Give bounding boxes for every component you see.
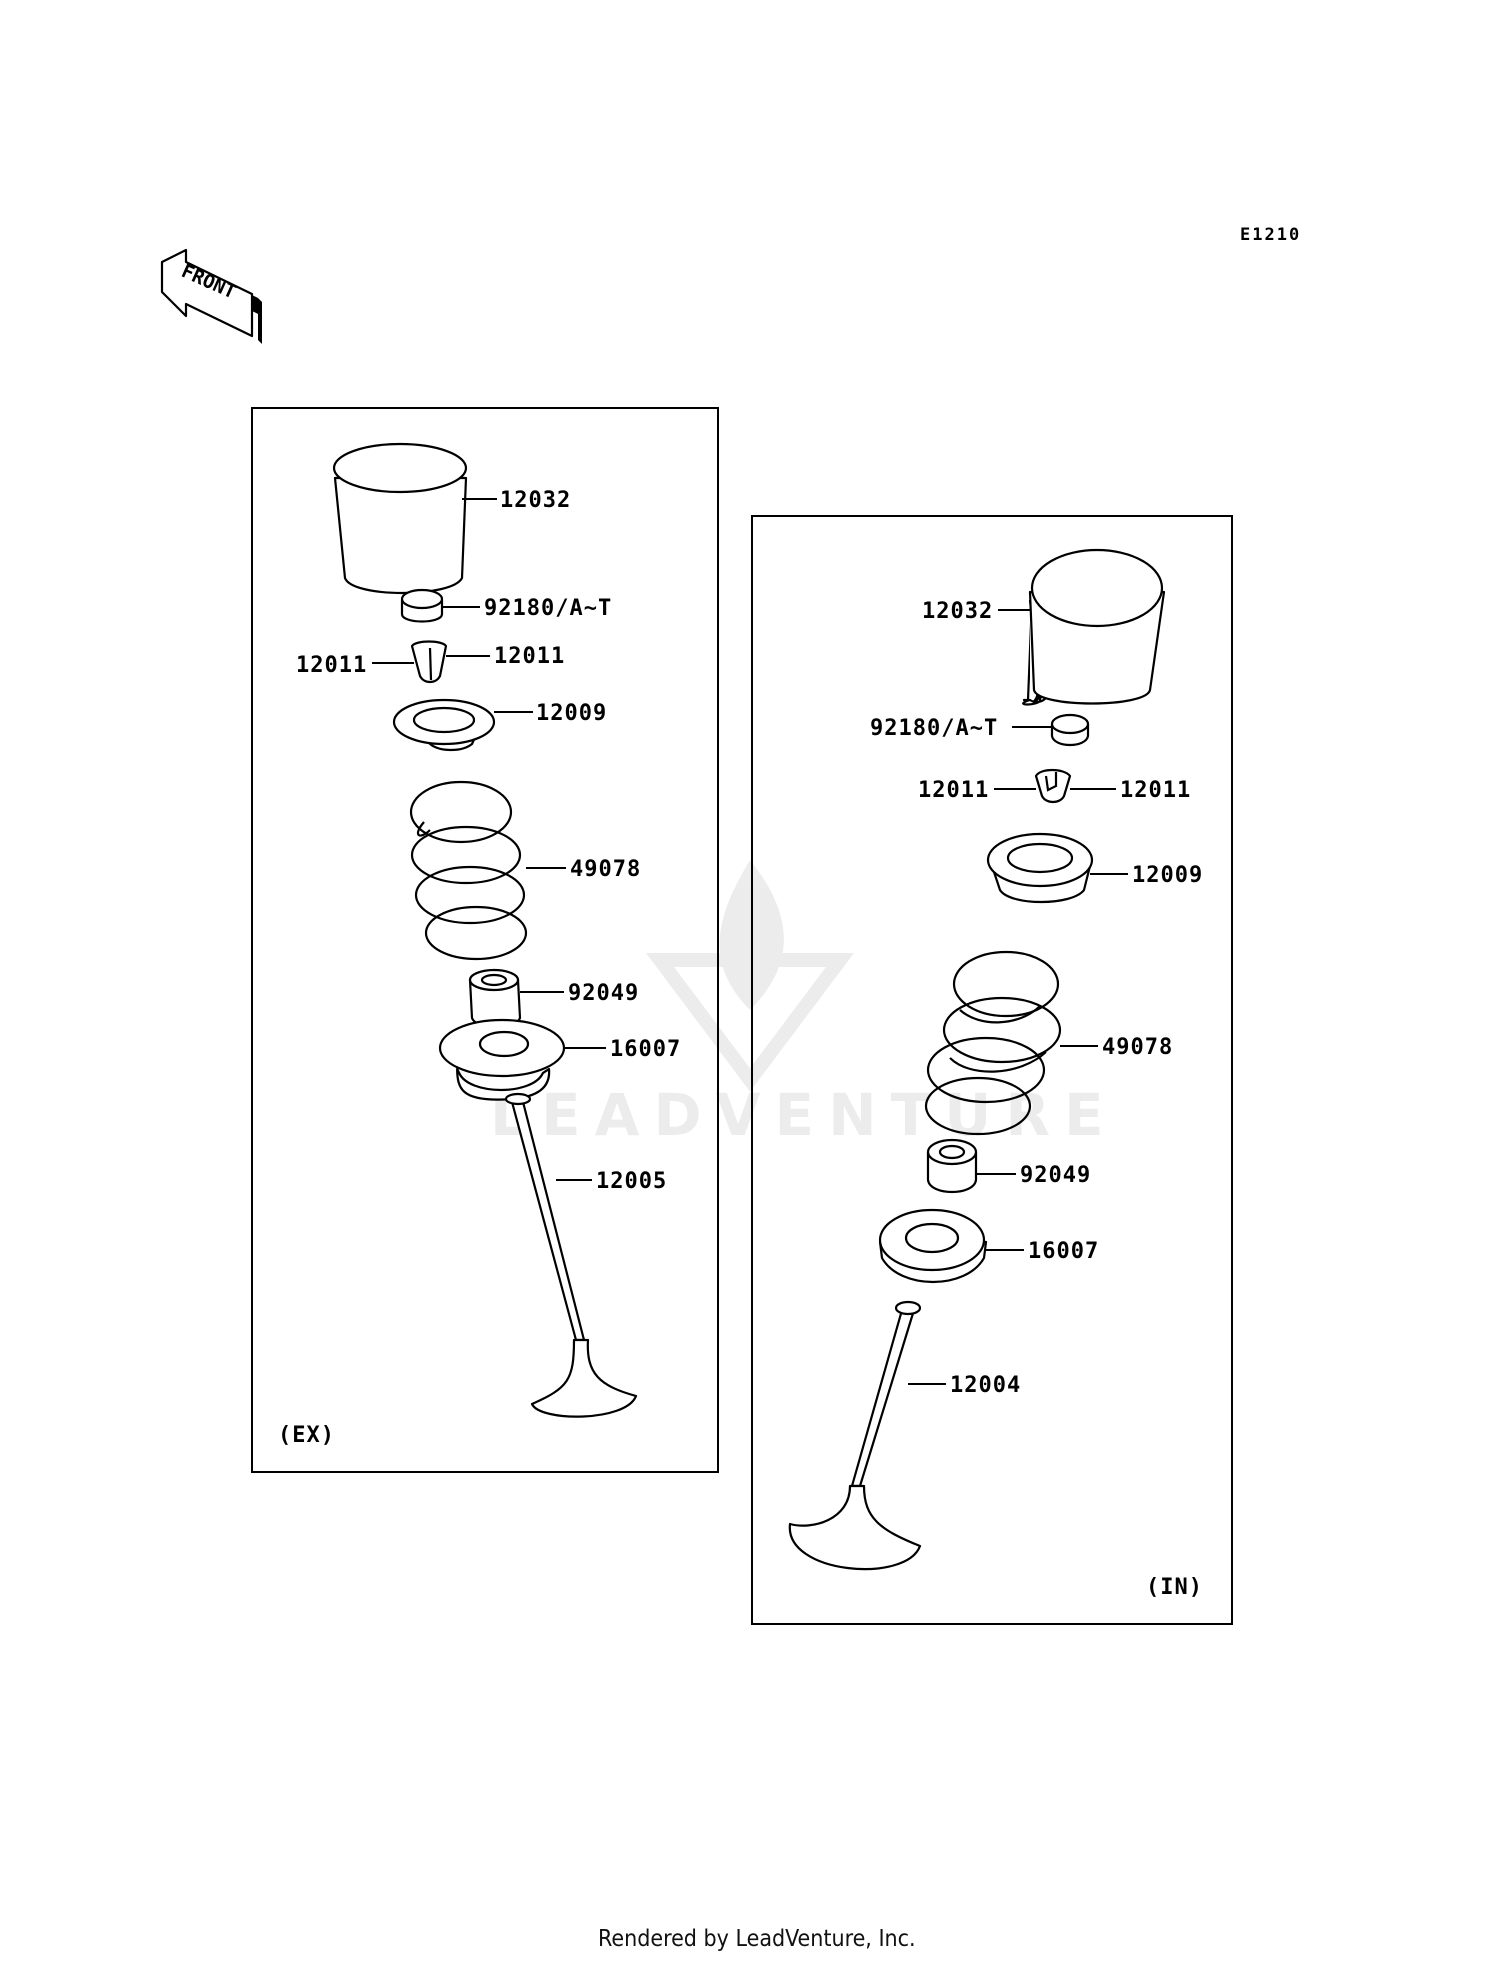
ex-spring-label: 49078	[570, 857, 641, 882]
ex-stem-seal: 92049	[468, 968, 639, 1028]
ex-spring: 49078	[409, 780, 641, 961]
ex-shim-label: 92180/A~T	[484, 596, 612, 621]
ex-cotter-left-label: 12011	[296, 653, 367, 678]
diagram-code: E1210	[1240, 225, 1301, 245]
in-retainer-label: 12009	[1132, 863, 1203, 888]
in-spring-seat-label: 16007	[1028, 1239, 1099, 1264]
ex-spring-seat-label: 16007	[610, 1037, 681, 1062]
front-arrow-icon: FRONT	[160, 248, 262, 344]
ex-cotters: 12011 12011	[296, 640, 565, 684]
in-spring: 49078	[924, 950, 1173, 1136]
watermark-text: LEADVENTURE	[490, 1081, 1118, 1149]
ex-shim: 92180/A~T	[400, 588, 612, 623]
in-valve-label: 12004	[950, 1373, 1021, 1398]
ex-tappet: 12032	[332, 442, 571, 595]
footer-credit: Rendered by LeadVenture, Inc.	[598, 1926, 916, 1952]
ex-spring-seat: 16007	[438, 1018, 681, 1101]
in-retainer: 12009	[986, 832, 1203, 904]
exhaust-panel: 12032 92180/A~T 12011 12011 12009	[251, 407, 719, 1473]
in-tappet: 12032	[922, 548, 1166, 706]
watermark: LEADVENTURE	[490, 860, 1118, 1149]
intake-panel: 12032 92180/A~T 12011 12011 12009	[751, 515, 1233, 1625]
in-spring-label: 49078	[1102, 1035, 1173, 1060]
in-stem-seal-label: 92049	[1020, 1163, 1091, 1188]
in-valve: 12004	[788, 1300, 1021, 1571]
ex-tappet-label: 12032	[500, 488, 571, 513]
ex-retainer-label: 12009	[536, 701, 607, 726]
ex-valve-label: 12005	[596, 1169, 667, 1194]
ex-panel-caption: (EX)	[278, 1423, 335, 1448]
in-stem-seal: 92049	[926, 1138, 1091, 1193]
ex-valve: 12005	[504, 1092, 667, 1418]
in-cotter-right-label: 12011	[1120, 778, 1191, 803]
in-tappet-label: 12032	[922, 599, 993, 624]
intake-panel-frame	[751, 515, 1233, 1625]
ex-cotter-right-label: 12011	[494, 644, 565, 669]
in-spring-seat: 16007	[878, 1208, 1099, 1284]
in-cotter-left-label: 12011	[918, 778, 989, 803]
ex-retainer: 12009	[392, 698, 607, 752]
in-shim: 92180/A~T	[870, 713, 1090, 747]
ex-stem-seal-label: 92049	[568, 981, 639, 1006]
in-shim-label: 92180/A~T	[870, 716, 998, 741]
exhaust-panel-frame	[251, 407, 719, 1473]
in-cotters: 12011 12011	[918, 768, 1191, 804]
in-panel-caption: (IN)	[1146, 1575, 1203, 1600]
